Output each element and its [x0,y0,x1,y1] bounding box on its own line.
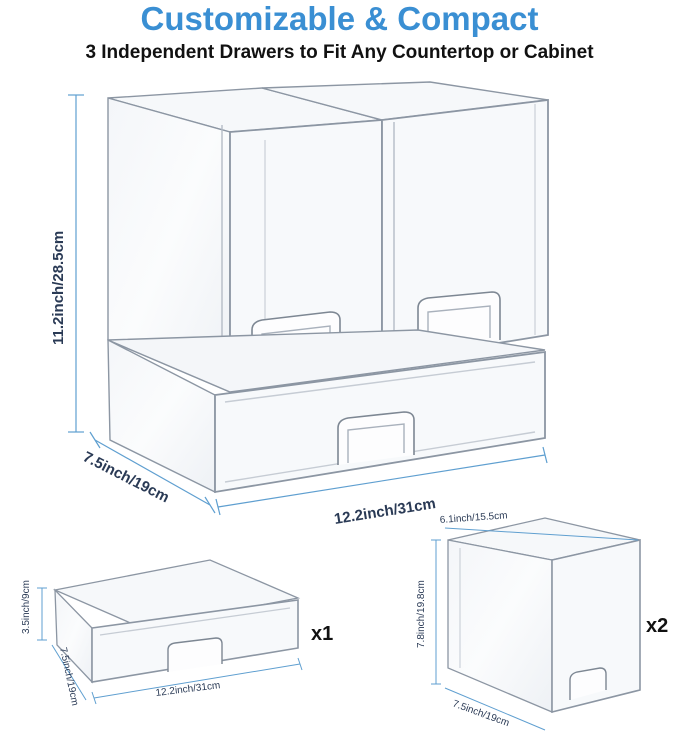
tall-height-dimension-line [431,539,441,685]
right-tall-drawer [261,81,549,364]
headline-title: Customizable & Compact [140,0,539,37]
main-depth-dimension-line [89,431,216,514]
main-height-dimension-line [68,94,84,433]
tall-drawer-quantity: x2 [646,615,668,637]
main-width-label: 12.2inch/31cm [333,495,437,528]
main-height-label: 11.2inch/28.5cm [50,231,67,345]
tall-height-label: 7.8inch/19.8cm [416,580,427,648]
bottom-wide-drawer [107,329,546,494]
tall-width-label: 6.1inch/15.5cm [439,510,507,526]
wide-width-dimension-line [91,657,303,705]
wide-height-label: 3.5inch/9cm [21,580,32,634]
headline-subtitle: 3 Independent Drawers to Fit Any Counter… [85,42,594,63]
left-tall-drawer [107,87,383,394]
wide-drawer-quantity: x1 [311,623,333,645]
main-width-dimension-line [215,446,548,516]
wide-depth-dimension-line [51,644,87,701]
single-wide-drawer [52,559,301,684]
single-tall-drawer [447,517,641,714]
tall-width-dimension-line [444,527,639,541]
wide-height-dimension-line [37,587,47,641]
tall-depth-dimension-line [444,687,546,731]
stacked-organizer [107,81,549,494]
